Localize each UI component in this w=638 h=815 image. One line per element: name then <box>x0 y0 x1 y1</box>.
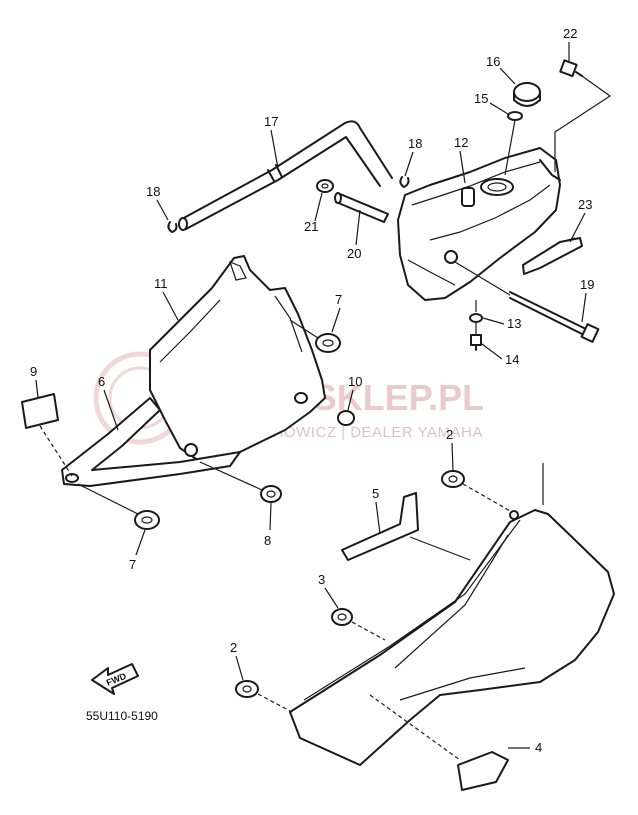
callout-4: 4 <box>535 740 542 755</box>
side-cover-left <box>149 255 326 466</box>
callout-16: 16 <box>486 54 500 69</box>
callout-18-right: 18 <box>408 136 422 151</box>
forward-arrow-icon: FWD <box>91 663 139 695</box>
bolt-19 <box>454 261 600 343</box>
callout-6: 6 <box>98 374 105 389</box>
fuel-cap <box>504 82 541 176</box>
grommet-7-lower <box>77 483 160 530</box>
callout-2-upper: 2 <box>446 427 453 442</box>
grommet-7-upper <box>289 319 341 353</box>
callout-22: 22 <box>563 26 577 41</box>
pipe-20 <box>334 192 389 223</box>
callout-20: 20 <box>347 246 361 261</box>
part-code: 55U110-5190 <box>86 709 158 723</box>
fuel-tank <box>397 147 561 301</box>
callout-7-lower: 7 <box>129 557 136 572</box>
callout-5: 5 <box>372 486 379 501</box>
side-cover-right <box>289 463 615 766</box>
grommet-3 <box>331 608 386 641</box>
callout-8: 8 <box>264 533 271 548</box>
damper-10 <box>294 392 355 426</box>
grommet-8 <box>199 461 282 503</box>
callout-18-left: 18 <box>146 184 160 199</box>
callout-12: 12 <box>454 135 468 150</box>
badge-text: 600 <box>465 764 494 788</box>
callout-21: 21 <box>304 219 318 234</box>
vent-hose <box>178 120 393 231</box>
callout-23: 23 <box>578 197 592 212</box>
reflector-9 <box>21 393 73 477</box>
reflector-bracket-6 <box>61 397 241 487</box>
grommet-2-upper <box>441 470 513 513</box>
callout-3: 3 <box>318 572 325 587</box>
washer-13 <box>469 313 483 323</box>
callout-13: 13 <box>507 316 521 331</box>
strip-5 <box>341 492 471 561</box>
grommet-21 <box>316 179 334 193</box>
callout-10: 10 <box>348 374 362 389</box>
callout-11: 11 <box>154 276 168 291</box>
callouts: 22 16 15 17 18 12 18 21 20 23 11 7 19 13… <box>30 26 594 755</box>
bolt-14 <box>470 300 482 351</box>
strap-23 <box>522 237 583 275</box>
callout-9: 9 <box>30 364 37 379</box>
callout-17: 17 <box>264 114 278 129</box>
callout-2-lower: 2 <box>230 640 237 655</box>
callout-19: 19 <box>580 277 594 292</box>
clip-18 <box>167 176 410 233</box>
callout-14: 14 <box>505 352 519 367</box>
bolt-22 <box>554 59 612 172</box>
badge-600: 600 <box>369 694 509 791</box>
callout-15: 15 <box>474 91 488 106</box>
callout-7-upper: 7 <box>335 292 342 307</box>
grommet-2-lower <box>235 680 293 713</box>
